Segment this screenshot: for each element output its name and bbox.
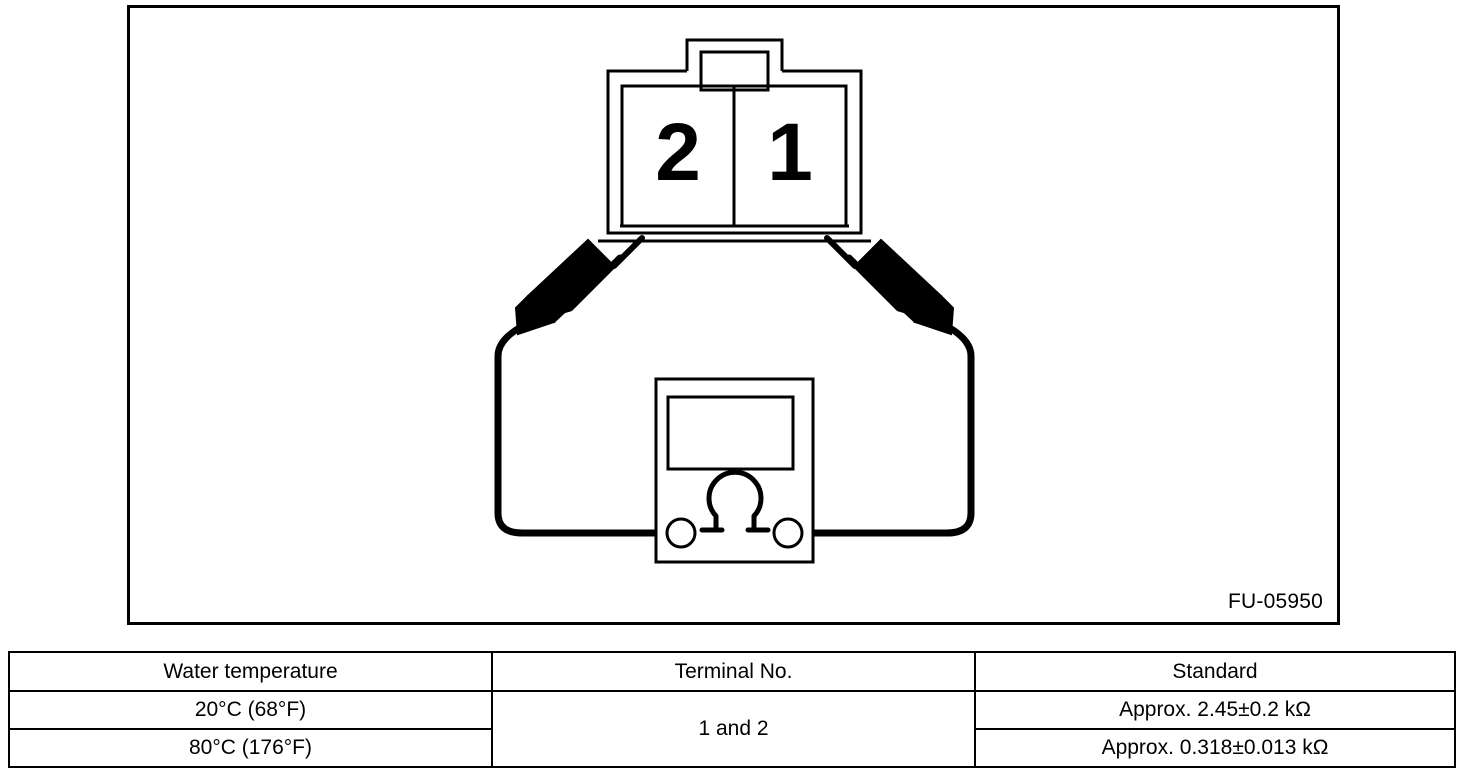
cell-standard-0: Approx. 2.45±0.2 kΩ [974,690,1456,730]
figure-reference-code: FU-05950 [1228,590,1323,613]
header-standard: Standard [974,651,1456,692]
cell-temperature-1: 80°C (176°F) [8,728,493,768]
meter-jack-right [772,517,804,549]
table-header-row: Water temperature Terminal No. Standard [8,651,1456,692]
terminal-label-1: 1 [767,107,813,198]
connector-resistance-diagram: 2 1 [494,38,975,564]
header-water-temperature: Water temperature [8,651,493,692]
specification-table: Water temperature Terminal No. Standard … [8,651,1456,768]
meter-display [666,395,795,471]
terminal-cavity-1 [732,84,848,228]
cell-terminal-no: 1 and 2 [491,690,976,768]
table-row: 80°C (176°F) Approx. 0.318±0.013 kΩ [8,728,1456,768]
omega-symbol [699,469,771,533]
cell-standard-1: Approx. 0.318±0.013 kΩ [974,728,1456,768]
table-row: 20°C (68°F) 1 and 2 Approx. 2.45±0.2 kΩ [8,690,1456,768]
header-terminal-no: Terminal No. [491,651,976,692]
ohmmeter [654,377,815,564]
meter-jack-left [665,517,697,549]
cell-temperature-0: 20°C (68°F) [8,690,493,730]
probe-right [824,235,955,336]
figure-frame: 2 1 [127,5,1340,625]
terminal-label-2: 2 [655,107,701,198]
probe-left [514,235,645,336]
terminal-cavities [620,84,848,228]
